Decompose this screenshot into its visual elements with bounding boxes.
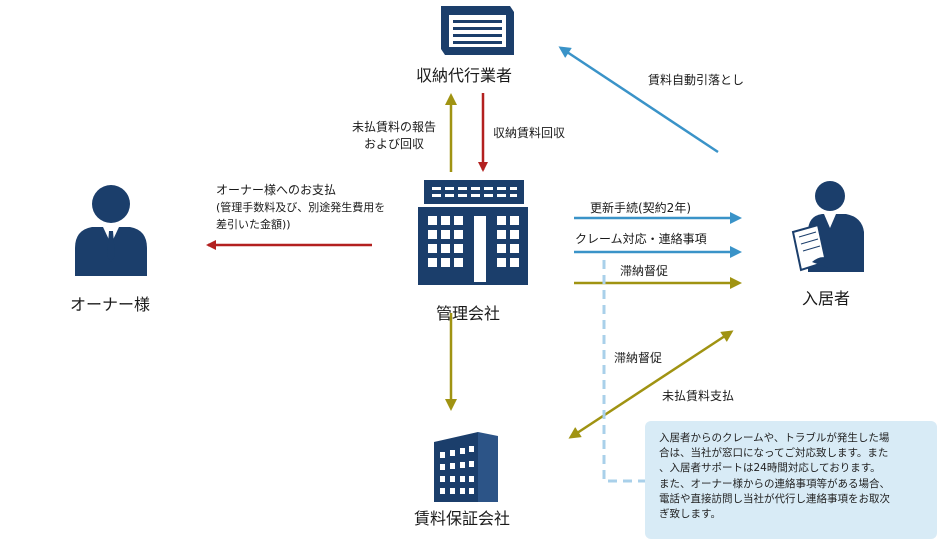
collection-agency-label: 収納代行業者 [416,66,513,85]
note-line: 、入居者サポートは24時間対応しております。 [659,462,881,475]
management-label: 管理会社 [436,304,501,323]
owner-person-icon [75,185,147,276]
note-line: 入居者からのクレームや、トラブルが発生した場 [659,432,890,444]
unpaid-payment-label: 未払賃料支払 [662,389,735,403]
guarantor-building-icon [434,432,498,502]
auto-debit-label: 賃料自動引落とし [648,73,745,87]
note-line: また、オーナー様からの連絡事項等がある場合、 [659,477,890,490]
guarantor-tenant-arrow [568,330,734,439]
unpaid-report-label: 未払賃料の報告 および回収 [344,118,444,152]
rent-collection-label: 収納賃料回収 [493,126,566,140]
note-box: 入居者からのクレームや、トラブルが発生した場 合は、当社が窓口になってご対応致し… [645,421,937,539]
unpaid-report-line2: および回収 [363,137,424,151]
unpaid-report-line1: 未払賃料の報告 [351,120,436,134]
note-line: 合は、当社が窓口になってご対応致します。また [659,447,889,460]
tenant-person-icon [791,181,864,272]
note-dashed-connector [602,260,650,483]
note-line: ぎ致します。 [659,508,721,521]
dunning-tenant-label: 滞納督促 [620,264,669,278]
tenant-label: 入居者 [802,289,851,308]
collection-agency-icon [441,6,514,55]
auto-debit-arrow [558,46,719,154]
note-line: 電話や直接訪問し当社が代行し連絡事項をお取次 [659,492,890,505]
management-building-icon [418,180,528,285]
owner-payment-note-line2: 差引いた金額)) [216,218,291,231]
renewal-label: 更新手続(契約2年) [590,201,691,215]
complaints-label: クレーム対応・連絡事項 [575,232,707,246]
owner-payment-note-line1: (管理手数料及び、別途発生費用を [216,201,386,214]
dunning-guarantor-label: 滞納督促 [614,351,663,365]
owner-payment-label: オーナー様へのお支払 [216,183,337,197]
guarantor-label: 賃料保証会社 [414,509,511,528]
owner-label: オーナー様 [70,295,151,314]
